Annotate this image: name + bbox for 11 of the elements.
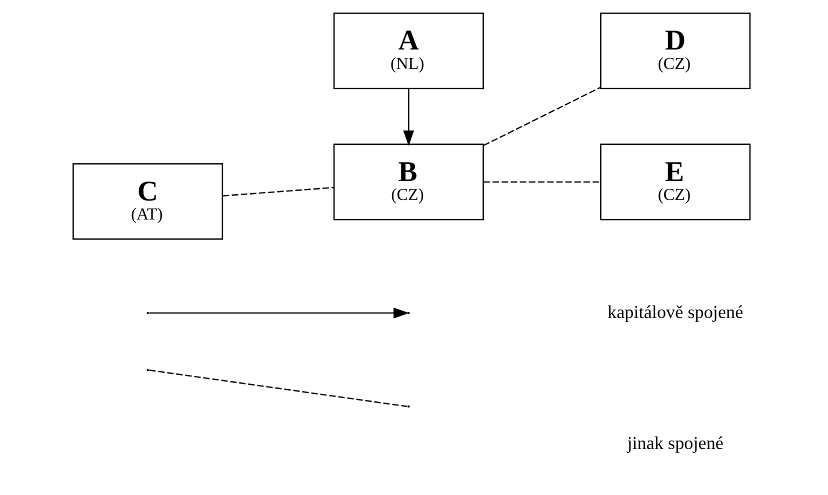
connector	[222, 186, 334, 197]
connector	[482, 86, 600, 146]
arrow	[402, 88, 414, 146]
node-box: C (AT)	[72, 163, 223, 240]
legend-label: kapitálově spojené	[607, 302, 743, 322]
node-box: A (NL)	[332, 12, 484, 90]
node-box: E (CZ)	[600, 144, 750, 220]
node-box: B (CZ)	[332, 144, 484, 220]
legend-label: jinak spojené	[626, 432, 724, 453]
connector	[483, 181, 600, 183]
node-box: D (CZ)	[600, 12, 750, 90]
